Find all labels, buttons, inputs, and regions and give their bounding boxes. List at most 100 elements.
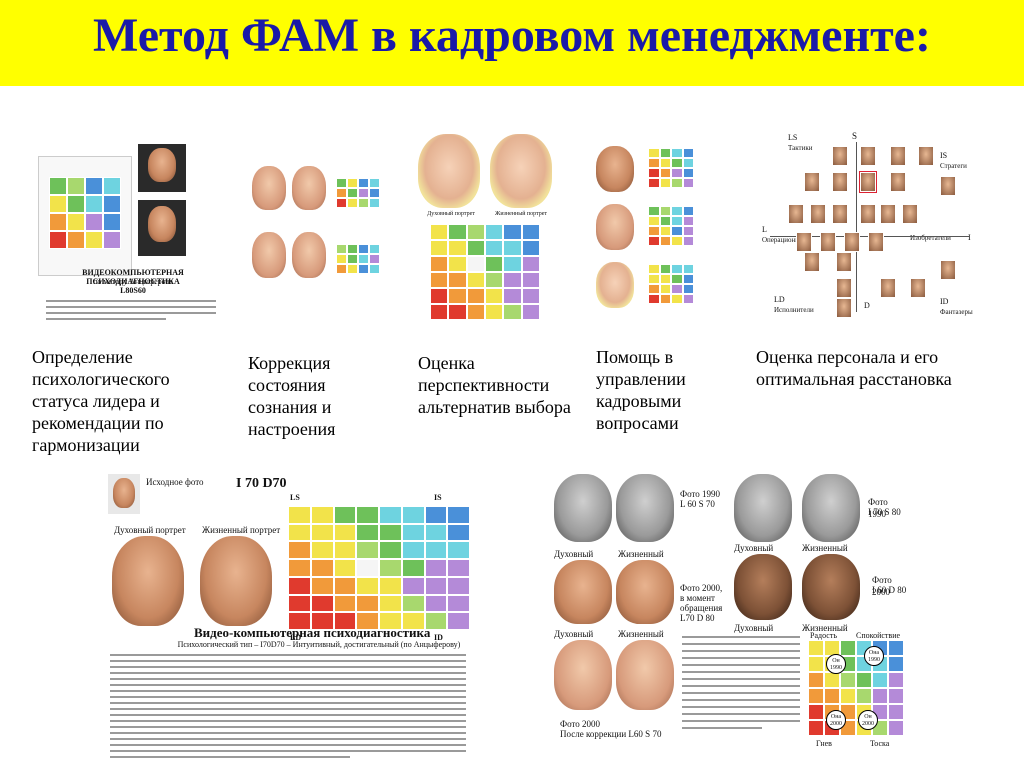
quadrant-is: IS — [434, 493, 442, 502]
axis-label-d: D — [864, 301, 870, 310]
man-1990-spiritual — [734, 474, 792, 542]
quadrant-ld: LD — [774, 295, 785, 304]
man-2000-spiritual — [734, 554, 792, 620]
quadrant-ls: LS — [788, 133, 798, 142]
life-portrait — [200, 536, 272, 626]
axis-label-l-name: Операционист — [762, 236, 806, 244]
woman-1990-spiritual — [554, 474, 612, 542]
color-grid — [336, 244, 380, 274]
caption-staff-placement: Оценка персонала и его оптимальная расст… — [756, 347, 952, 389]
woman-2000-life — [616, 560, 674, 624]
caption-alternatives: Оценка перспективности альтернатив выбор… — [418, 353, 571, 417]
vertical-axis — [856, 142, 857, 312]
label-joy: Радость — [810, 631, 837, 640]
panel-subheading: Психологический тип – I70D70 – Интуитивн… — [177, 640, 461, 649]
caption-mood-correction: Коррекция состояния сознания и настроени… — [248, 353, 336, 439]
emotion-grid — [808, 640, 904, 736]
color-grid — [49, 177, 121, 249]
woman-photo-corrected: Фото 2000 — [560, 719, 601, 729]
man-1990-life-label: Жизненный — [802, 543, 848, 553]
face-photo — [596, 262, 634, 308]
panel-couple-correction: Духовный Жизненный Фото 1990 L 60 S 70 Ф… — [552, 470, 908, 764]
face-photo — [596, 146, 634, 192]
label-anger: Гнев — [816, 739, 832, 748]
axis-label-i-name: Изобретатели — [910, 234, 951, 242]
man-code-1990: I 70 S 80 — [868, 507, 901, 517]
color-grid — [648, 206, 694, 246]
quadrant-ls: LS — [290, 493, 300, 502]
oval-she-1990: Она 1990 — [864, 646, 884, 666]
woman-code-corrected: После коррекции L60 S 70 — [560, 729, 662, 739]
face-photo — [490, 134, 552, 208]
thumbnail-staff-placement: S LS Тактики IS Стратеги L Операционист … — [760, 128, 982, 324]
type-code: I 70 D70 — [236, 476, 287, 491]
life-portrait-label: Жизненный портрет — [202, 525, 281, 535]
leader-photo-top — [138, 144, 186, 192]
source-photo — [108, 474, 140, 514]
face-photo — [418, 134, 480, 208]
woman-photo-2000-appeal: обращения — [680, 603, 723, 613]
quadrant-ld-name: Исполнители — [774, 306, 814, 314]
man-1990-spiritual-label: Духовный — [734, 543, 774, 553]
source-photo-label: Исходное фото — [146, 477, 204, 487]
face-photo — [292, 166, 326, 210]
color-grid — [648, 148, 694, 188]
axis-label-i: I — [968, 233, 971, 242]
thumbnail-mood-correction — [246, 160, 386, 300]
oval-she-2000: Она 2000 — [826, 710, 846, 730]
woman-2000-spiritual-label: Духовный — [554, 629, 594, 639]
woman-code-1990: L 60 S 70 — [680, 499, 715, 509]
quadrant-id: ID — [940, 297, 949, 306]
quadrant-id: ID — [434, 633, 443, 642]
woman-corrected-life — [616, 640, 674, 710]
quadrant-ls-name: Тактики — [788, 144, 813, 152]
face-photo — [252, 232, 286, 278]
caption-hr-matters: Помощь в управлении кадровыми вопросами — [596, 347, 686, 433]
thumbnail-alternatives: Духовный портрет Жизненный портрет — [414, 132, 556, 328]
woman-photo-2000: Фото 2000, — [680, 583, 723, 593]
slide-title: Метод ФАМ в кадровом менеджменте: — [93, 9, 931, 62]
label-life: Жизненный портрет — [494, 211, 548, 217]
thumbnail-leader-diagnostics: ВИДЕОКОМПЬЮТЕРНАЯ ПСИХОДИАГНОСТИКА по ме… — [34, 144, 228, 328]
quadrant-id-name: Фантазеры — [940, 308, 973, 316]
label-spiritual: Духовный портрет — [427, 211, 475, 217]
doc-heading: ВИДЕОКОМПЬЮТЕРНАЯ ПСИХОДИАГНОСТИКА — [82, 268, 184, 286]
thumbnail-hr-matters — [592, 142, 698, 320]
man-1990-life — [802, 474, 860, 542]
quadrant-ld: LD — [290, 633, 302, 642]
doc-code: L80S60 — [120, 286, 146, 295]
color-grid — [288, 506, 470, 630]
axis-label-l: L — [762, 225, 767, 234]
panel-psychodiagnostics-example: Исходное фото I 70 D70 Духовный портрет … — [104, 468, 474, 764]
man-code-2000: I 60 D 80 — [872, 585, 907, 595]
man-photo-2000: Фото 2000 — [872, 575, 892, 597]
color-grid — [336, 178, 380, 208]
color-grid — [430, 224, 540, 320]
quadrant-is-name: Стратеги — [940, 162, 967, 170]
woman-corrected-spiritual — [554, 640, 612, 710]
label-melancholy: Тоска — [870, 739, 890, 748]
face-photo — [596, 204, 634, 250]
caption-leader-status: Определение психологического статуса лид… — [32, 347, 170, 455]
title-bar — [0, 0, 1024, 86]
man-2000-life-label: Жизненный — [802, 623, 848, 633]
spiritual-portrait-label: Духовный портрет — [114, 525, 186, 535]
axis-label-s: S — [852, 131, 858, 141]
leader-photo-bottom — [138, 200, 186, 256]
doc-page — [38, 156, 132, 276]
woman-1990-life-label: Жизненный — [618, 549, 664, 559]
doc-subheading: по методу Анцыферова — [93, 277, 173, 286]
quadrant-is: IS — [940, 151, 948, 160]
woman-2000-spiritual — [554, 560, 612, 624]
man-2000-spiritual-label: Духовный — [734, 623, 774, 633]
man-2000-life — [802, 554, 860, 620]
woman-photo-1990: Фото 1990 — [680, 489, 721, 499]
woman-photo-2000-moment: в момент — [680, 593, 715, 603]
oval-he-1990: Он 1990 — [826, 654, 846, 674]
woman-code-2000: L70 D 80 — [680, 613, 715, 623]
man-photo-1990: Фото 1990 — [868, 497, 888, 519]
woman-2000-life-label: Жизненный — [618, 629, 664, 639]
face-photo — [252, 166, 286, 210]
woman-1990-life — [616, 474, 674, 542]
face-photo — [292, 232, 326, 278]
